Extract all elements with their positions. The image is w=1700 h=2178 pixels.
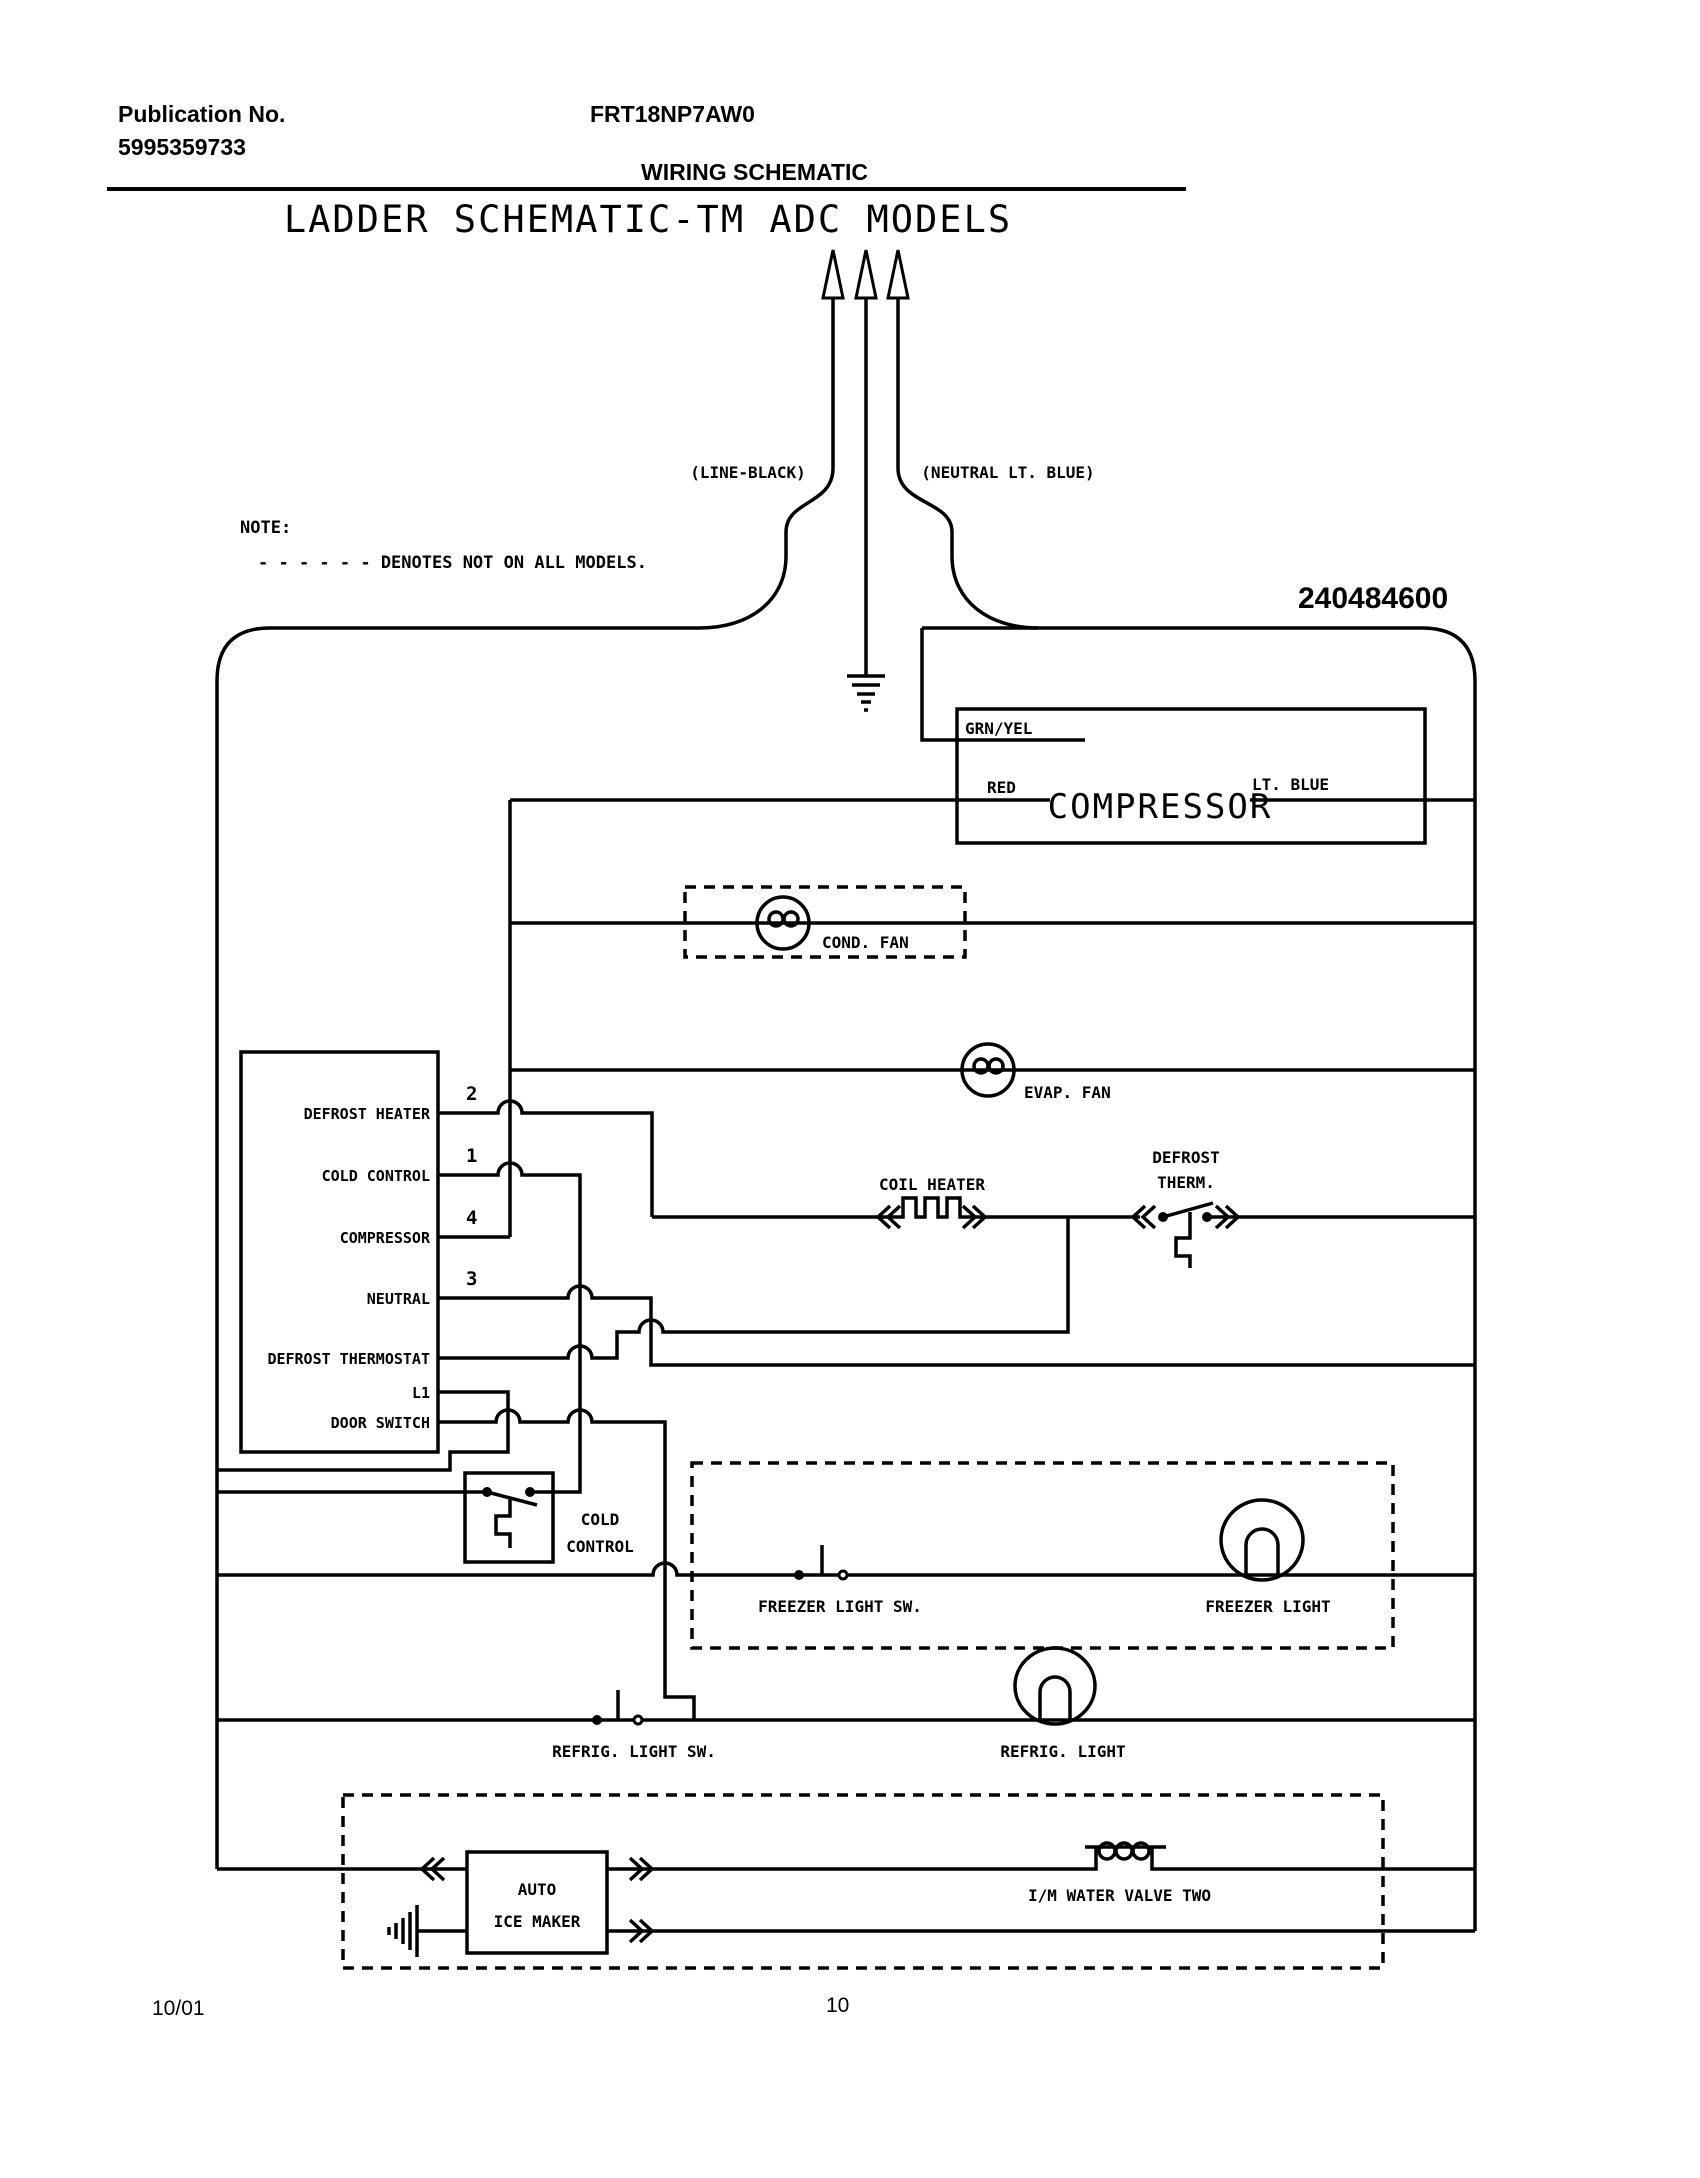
terminal-neutral: NEUTRAL xyxy=(367,1290,430,1308)
refrig-light-sw-label: REFRIG. LIGHT SW. xyxy=(552,1742,716,1761)
freezer-dashed-box xyxy=(690,1461,1395,1650)
neutral-feed-curve xyxy=(896,296,1039,630)
compressor-label: COMPRESSOR xyxy=(1048,787,1273,827)
freezer-light-rung xyxy=(217,1561,1475,1577)
connector-left-icon xyxy=(1130,1204,1157,1230)
terminal-defrost-heater: DEFROST HEATER xyxy=(304,1105,431,1123)
l1-wire xyxy=(217,1390,510,1472)
compressor-section: GRN/YEL RED LT. BLUE COMPRESSOR xyxy=(510,628,1475,845)
cold-control-label-1: COLD xyxy=(581,1510,620,1529)
refrig-light-lamp-icon xyxy=(1013,1646,1097,1726)
defrost-thermostat-wire xyxy=(438,1217,1070,1360)
refrig-light-label: REFRIG. LIGHT xyxy=(1000,1742,1125,1761)
connector-right-icon xyxy=(628,1856,655,1882)
fan-motor-icon xyxy=(960,1042,1016,1098)
connector-right-icon xyxy=(961,1204,988,1230)
page-header: Publication No. 5995359733 FRT18NP7AW0 W… xyxy=(107,101,1448,615)
terminal-door-switch: DOOR SWITCH xyxy=(331,1414,430,1432)
fan-motor-icon xyxy=(755,895,811,951)
red-label: RED xyxy=(987,778,1016,797)
freezer-light-label: FREEZER LIGHT xyxy=(1205,1597,1330,1616)
compressor-box xyxy=(955,707,1427,845)
chassis-ground-icon xyxy=(387,1905,467,1957)
ice-maker-label-2: ICE MAKER xyxy=(494,1912,581,1931)
cond-fan-section: COND. FAN xyxy=(510,885,1475,959)
defrost-therm-label-1: DEFROST xyxy=(1152,1148,1219,1167)
ice-maker-section: AUTO ICE MAKER I/M WATER VALVE TWO xyxy=(217,1793,1475,1970)
freezer-light-switch-icon xyxy=(794,1545,849,1581)
ice-maker-box xyxy=(465,1850,609,1955)
water-valve-label: I/M WATER VALVE TWO xyxy=(1028,1886,1211,1905)
cold-control-element xyxy=(494,1499,512,1548)
ice-maker-dashed-box xyxy=(341,1793,1385,1970)
defrost-heater-rung: COIL HEATER DEFROST THERM. xyxy=(652,1148,1475,1268)
pin3-wire xyxy=(438,1284,1475,1367)
defrost-therm-switch xyxy=(1130,1201,1241,1268)
line-black-label: (LINE-BLACK) xyxy=(690,463,806,482)
cond-fan-label: COND. FAN xyxy=(822,933,909,952)
grn-yel-wire xyxy=(920,628,1085,742)
footer-date: 10/01 xyxy=(152,1997,205,2020)
pin2-wire xyxy=(438,1099,654,1217)
power-supply-leads: (LINE-BLACK) (NEUTRAL LT. BLUE) xyxy=(215,249,1477,1931)
valve-run-left xyxy=(607,1847,1098,1871)
cold-control-label-2: CONTROL xyxy=(566,1537,633,1556)
earth-ground-icon xyxy=(847,674,885,712)
neutral-top-right-rail xyxy=(922,626,1477,1931)
pin-2: 2 xyxy=(466,1083,477,1105)
connector-right-icon xyxy=(1214,1204,1241,1230)
lt-blue-label: LT. BLUE xyxy=(1252,775,1329,794)
refrig-light-switch-icon xyxy=(592,1690,644,1726)
cold-control-box xyxy=(463,1471,555,1564)
page-footer: 10/01 10 xyxy=(152,1994,849,2020)
terminal-block-box xyxy=(239,1050,440,1454)
ice-maker-label-1: AUTO xyxy=(518,1880,557,1899)
coil-heater-resistor xyxy=(652,1196,1140,1219)
pin-1: 1 xyxy=(466,1145,477,1167)
connector-right-icon xyxy=(628,1918,655,1944)
freezer-light-sw-label: FREEZER LIGHT SW. xyxy=(758,1597,922,1616)
diagram-title: LADDER SCHEMATIC-TM ADC MODELS xyxy=(284,198,1012,241)
section-title: WIRING SCHEMATIC xyxy=(641,159,868,185)
footer-page-number: 10 xyxy=(826,1994,849,2017)
refrig-light-section: REFRIG. LIGHT SW. REFRIG. LIGHT xyxy=(217,1646,1475,1761)
evap-fan-section: EVAP. FAN xyxy=(510,1042,1475,1102)
terminal-block: DEFROST HEATER COLD CONTROL COMPRESSOR N… xyxy=(239,1050,477,1454)
pin1-wire xyxy=(438,1161,582,1494)
terminal-wiring xyxy=(217,1099,1475,1720)
publication-label: Publication No. xyxy=(118,101,285,127)
terminal-defrost-thermostat: DEFROST THERMOSTAT xyxy=(267,1350,430,1368)
valve-run-right xyxy=(1150,1847,1475,1871)
model-number: FRT18NP7AW0 xyxy=(590,101,755,127)
cond-fan-dashed-box xyxy=(683,885,967,959)
pin-3: 3 xyxy=(466,1268,477,1290)
coil-heater-label: COIL HEATER xyxy=(879,1175,985,1194)
evap-fan-label: EVAP. FAN xyxy=(1024,1083,1111,1102)
freezer-light-lamp-icon xyxy=(1219,1498,1305,1582)
terminal-compressor: COMPRESSOR xyxy=(340,1229,431,1247)
door-switch-wire xyxy=(438,1408,696,1720)
terminal-cold-control: COLD CONTROL xyxy=(322,1167,430,1185)
publication-number: 5995359733 xyxy=(118,134,246,160)
arrow-up-icon xyxy=(821,249,845,300)
arrow-up-icon xyxy=(886,249,910,300)
cold-control-section: COLD CONTROL xyxy=(217,1471,634,1564)
pin-4: 4 xyxy=(466,1207,477,1229)
line-feed-left-rail xyxy=(215,296,835,1869)
connector-left-icon xyxy=(875,1204,902,1230)
note-text: - - - - - - DENOTES NOT ON ALL MODELS. xyxy=(258,553,647,573)
note-label: NOTE: xyxy=(240,518,291,538)
therm-element xyxy=(1174,1212,1192,1268)
part-number: 240484600 xyxy=(1298,582,1448,615)
arrow-up-icon xyxy=(854,249,878,300)
defrost-therm-label-2: THERM. xyxy=(1157,1173,1215,1192)
connector-left-icon xyxy=(419,1856,446,1882)
grn-yel-label: GRN/YEL xyxy=(965,719,1032,738)
terminal-l1: L1 xyxy=(412,1384,430,1402)
neutral-blue-label: (NEUTRAL LT. BLUE) xyxy=(921,463,1094,482)
